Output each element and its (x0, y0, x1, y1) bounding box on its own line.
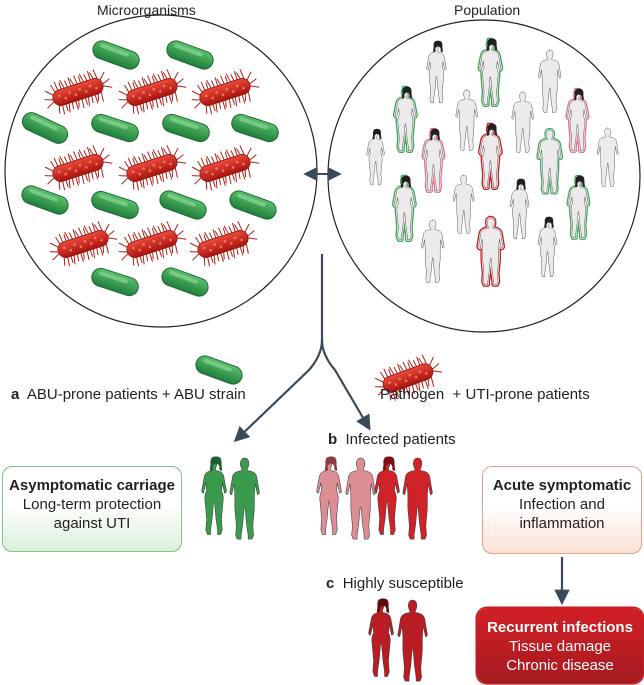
population-person-icon (426, 40, 447, 103)
pathogen-bacterium-icon (191, 145, 260, 191)
abu-bacterium-icon (91, 190, 139, 220)
population-group (366, 37, 619, 287)
asymptomatic-carriage-box: Asymptomatic carriage Long-term protecti… (2, 466, 182, 552)
abu-bacterium-icon (91, 113, 139, 143)
population-header: Population (454, 2, 521, 18)
pathogen-bacterium-icon (118, 145, 187, 191)
population-person-icon (509, 178, 530, 240)
population-person-icon (392, 85, 418, 153)
microorganism-group (21, 40, 279, 297)
population-person-icon (565, 87, 590, 153)
infected-female-pink-icon (316, 456, 342, 535)
abu-bacterium-icon (92, 40, 140, 70)
recurrent-title: Recurrent infections (487, 619, 633, 636)
abu-bacterium-icon (231, 113, 279, 143)
infected-male-red-icon (402, 457, 433, 540)
panel-b-letter: b (328, 431, 338, 448)
population-person-icon (366, 128, 385, 186)
panel-a-label: a ABU-prone patients + ABU strain (11, 386, 246, 404)
pathogen-label: Pathogen + UTI-prone patients (380, 386, 590, 403)
panel-b-label: b Infected patients (328, 431, 456, 449)
asymptomatic-title: Asymptomatic carriage (9, 477, 175, 494)
acute-title: Acute symptomatic (492, 477, 632, 494)
abu-carrier-male-icon (229, 457, 260, 540)
panel-a-letter: a (11, 386, 20, 403)
recurrent-line1: Tissue damage (509, 638, 611, 655)
recurrent-infections-box: Recurrent infections Tissue damage Chron… (477, 608, 643, 683)
panel-b-text: Infected patients (345, 431, 456, 448)
asymptomatic-line1: Long-term protection (22, 496, 162, 513)
pathogen-bacterium-icon (374, 354, 443, 401)
pathogen-bacterium-icon (191, 69, 260, 115)
susceptible-male-icon (397, 599, 428, 682)
population-person-icon (536, 127, 564, 195)
pathogen-bacterium-icon (118, 221, 187, 267)
abu-bacterium-icon (91, 267, 139, 297)
abu-bacterium-icon (159, 190, 207, 220)
recurrent-line2: Chronic disease (506, 657, 614, 674)
population-person-icon (511, 91, 534, 153)
susceptible-female-icon (368, 598, 394, 677)
panel-a-text: ABU-prone patients + ABU strain (26, 386, 246, 403)
abu-bacterium-icon (229, 190, 277, 220)
asymptomatic-line2: against UTI (53, 515, 131, 532)
infected-male-pink-icon (345, 457, 376, 540)
panel-c-label: c Highly susceptible (326, 575, 464, 593)
pathogen-bacterium-icon (118, 69, 187, 115)
infected-female-red-icon (374, 456, 400, 535)
pathogen-bacterium-icon (49, 221, 118, 267)
population-person-icon (391, 174, 417, 242)
panel-c-letter: c (326, 575, 335, 592)
branch-right-arrow (320, 339, 371, 431)
acute-line1: Infection and (519, 496, 605, 513)
pathogen-bacterium-icon (189, 221, 258, 267)
abu-carrier-female-icon (201, 456, 227, 535)
abu-bacterium-icon (162, 113, 210, 143)
microorganisms-header: Microorganisms (97, 2, 196, 18)
abu-bacterium-icon (21, 112, 69, 144)
population-person-icon (537, 216, 558, 278)
population-person-icon (421, 219, 445, 283)
acute-symptomatic-box: Acute symptomatic Infection and inflamma… (482, 466, 642, 554)
population-person-icon (455, 89, 478, 151)
pathogen-bacterium-icon (44, 69, 113, 115)
population-person-icon (477, 37, 504, 107)
panel-c-text: Highly susceptible (342, 575, 464, 592)
abu-bacterium-icon (161, 267, 209, 297)
population-person-icon (566, 174, 591, 240)
population-person-icon (477, 122, 503, 190)
population-person-icon (538, 49, 562, 113)
acute-line2: inflammation (519, 515, 605, 532)
population-person-icon (452, 174, 475, 234)
abu-strain-bacterium-icon (195, 355, 243, 385)
abu-bacterium-icon (21, 185, 69, 215)
population-person-icon (476, 215, 506, 287)
population-person-icon (421, 127, 446, 193)
population-person-icon (596, 127, 619, 187)
pathogen-bacterium-icon (44, 145, 113, 191)
abu-bacterium-icon (166, 40, 214, 70)
